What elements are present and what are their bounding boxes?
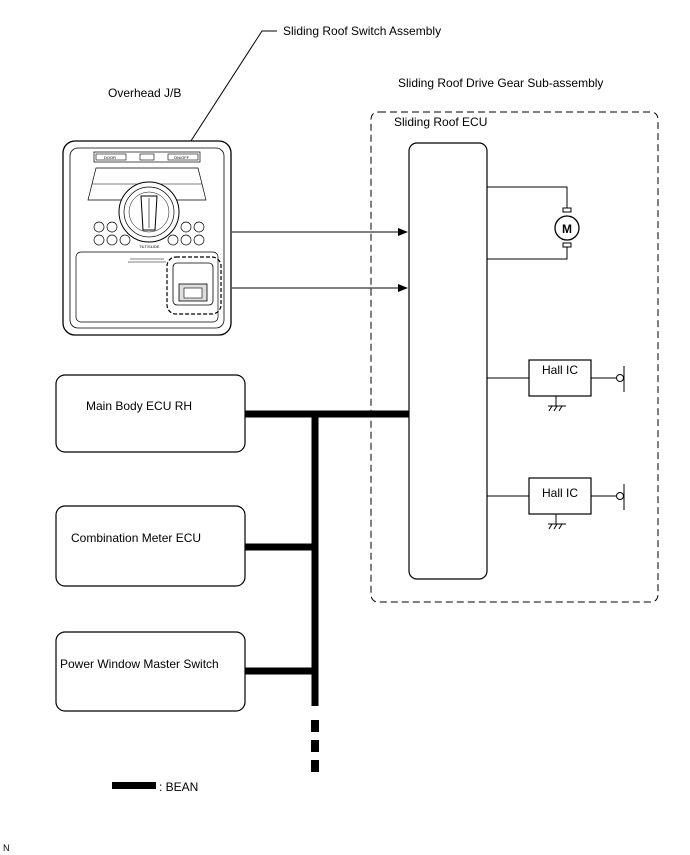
bean-bus-continuation: [311, 720, 319, 772]
motor-wire-top: [487, 186, 568, 212]
motor-icon: M: [554, 207, 580, 248]
main-body-ecu-label: Main Body ECU RH: [86, 399, 192, 413]
hall-ic-1: [528, 359, 592, 397]
switch-assembly-label: Sliding Roof Switch Assembly: [283, 24, 441, 38]
motor-wire-bottom: [487, 243, 568, 260]
bean-legend-label: : BEAN: [159, 780, 198, 794]
ecu-label: Sliding Roof ECU: [394, 115, 487, 129]
bean-legend-swatch: [112, 782, 156, 789]
ground-icon: [548, 514, 566, 530]
drive-gear-label: Sliding Roof Drive Gear Sub-assembly: [398, 76, 603, 90]
knob-label: TILT/SLIDE: [139, 244, 160, 249]
power-window-box: [55, 631, 246, 712]
main-body-ecu-box: [55, 374, 246, 453]
overhead-jb-panel: DOOR ON/OFF TILT/SLIDE: [62, 140, 232, 336]
overhead-jb-label: Overhead J/B: [108, 86, 181, 100]
sliding-roof-ecu: [408, 142, 488, 580]
hall-ic-1-label: Hall IC: [542, 363, 578, 377]
hall-ic-1-terminal: [616, 374, 624, 382]
combination-meter-label: Combination Meter ECU: [71, 531, 201, 545]
drive-gear-boundary: [370, 111, 659, 603]
door-button-label: DOOR: [104, 155, 116, 160]
onoff-button-label: ON/OFF: [174, 155, 190, 160]
ground-icon: [548, 396, 566, 412]
motor-letter: M: [562, 222, 572, 236]
hall-ic-2-terminal: [616, 492, 624, 500]
power-window-label: Power Window Master Switch: [60, 657, 219, 671]
corner-mark: N: [3, 843, 10, 853]
hall-ic-2-label: Hall IC: [542, 486, 578, 500]
combination-meter-box: [55, 505, 246, 587]
